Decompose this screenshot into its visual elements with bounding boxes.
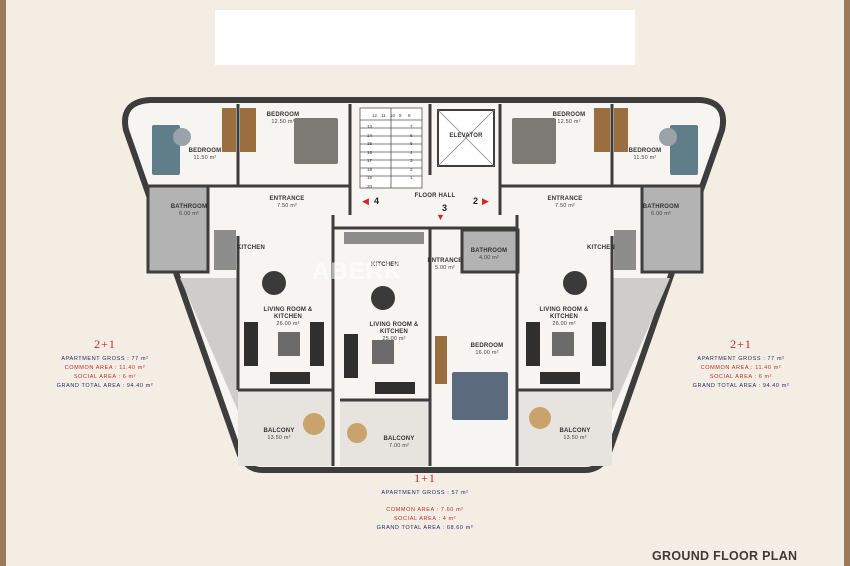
gross-right: APARTMENT GROSS : 77 m² (697, 356, 785, 362)
room-label-kitchen-left: KITCHEN (236, 245, 266, 251)
arrow-left-icon: ◀ (362, 196, 369, 206)
common-right: COMMON AREA : 11.40 m² (700, 365, 782, 371)
bathroom-right-tile (640, 184, 704, 274)
bathroom-left-tile (146, 184, 210, 274)
stair-step-number: 15 (367, 141, 373, 146)
plan-title: GROUND FLOOR PLAN (652, 549, 798, 563)
unit-type-left: 2+1 (94, 337, 116, 351)
room-label-elevator: ELEVATOR (449, 133, 483, 139)
stair-step-number: 1 (410, 175, 413, 180)
stair-step-number: 2 (410, 166, 413, 172)
gross-left: APARTMENT GROSS : 77 m² (61, 356, 149, 362)
stair-step-number: 8 (408, 113, 411, 118)
stair-step-number: 4 (410, 149, 413, 155)
common-center: COMMON AREA : 7.60 m² (386, 507, 464, 513)
room-label-kitchen-center: KITCHEN (370, 262, 400, 268)
room-label-floor-hall: FLOOR HALL (414, 193, 456, 199)
stair-step-number: 7 (410, 124, 413, 129)
stair-step-number: 14 (367, 132, 373, 138)
social-left: SOCIAL AREA : 6 m² (73, 374, 137, 380)
stair-step-number: 19 (367, 175, 373, 180)
gross-center: APARTMENT GROSS : 57 m² (381, 490, 469, 496)
unit-type-right: 2+1 (730, 337, 752, 351)
balcony-right-deck (517, 390, 612, 466)
unit-type-center: 1+1 (414, 471, 436, 485)
stair-step-number: 18 (367, 166, 373, 172)
arrow-down-icon: ▼ (436, 212, 445, 222)
room-label-kitchen-right: KITCHEN (586, 245, 616, 251)
stair-step-number: 6 (410, 132, 413, 138)
header-blank-panel (215, 10, 635, 65)
apartment-number-center: 3 (442, 203, 448, 213)
social-right: SOCIAL AREA : 6 m² (709, 374, 773, 380)
unit-summary-right: 2+1 APARTMENT GROSS : 77 m² COMMON AREA … (666, 337, 816, 391)
apartment-number-left: 4 (374, 196, 380, 206)
watermark-text: ABERK (312, 258, 403, 285)
stair-step-number: 12 (372, 113, 378, 118)
stair-step-number: 11 (381, 113, 386, 118)
total-left: GRAND TOTAL AREA : 94.40 m² (56, 383, 154, 389)
stair-step-number: 16 (367, 149, 373, 155)
stair-step-number: 17 (367, 158, 373, 163)
stair-step-number: 10 (390, 113, 396, 118)
stair-step-number: 5 (410, 141, 413, 146)
social-center: SOCIAL AREA : 4 m² (393, 516, 457, 522)
arrow-right-icon: ▶ (482, 196, 489, 206)
staircase (359, 107, 423, 189)
beds (152, 118, 698, 420)
stair-step-number: 3 (410, 158, 413, 163)
total-center: GRAND TOTAL AREA : 68.60 m² (376, 525, 474, 531)
apartment-number-right: 2 (473, 196, 479, 206)
common-left: COMMON AREA : 11.40 m² (64, 365, 146, 371)
unit-summary-left: 2+1 APARTMENT GROSS : 77 m² COMMON AREA … (30, 337, 180, 391)
stair-step-number: 13 (367, 124, 373, 129)
stair-step-number: 20 (367, 183, 373, 189)
living-furniture (173, 128, 677, 443)
total-right: GRAND TOTAL AREA : 94.40 m² (692, 383, 790, 389)
unit-summary-center: 1+1 APARTMENT GROSS : 57 m² COMMON AREA … (350, 471, 500, 533)
stair-step-number: 9 (399, 113, 402, 118)
